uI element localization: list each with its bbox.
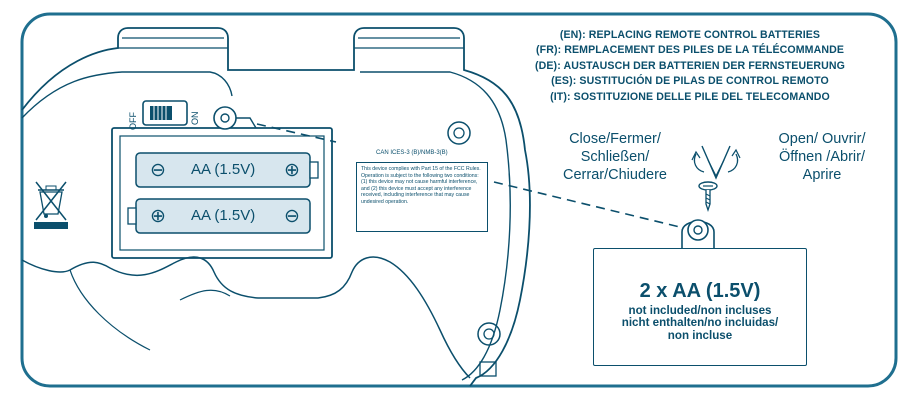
switch-off-label: OFF	[128, 112, 138, 130]
guide-line-1	[256, 123, 337, 143]
callout-screw	[681, 219, 715, 249]
battery-2-plus-symbol: ⊕	[150, 206, 166, 227]
battery-requirement-box: 2 x AA (1.5V) not included/non incluses …	[593, 248, 807, 366]
guide-line-2	[493, 181, 685, 229]
battery-2-label: AA (1.5V)	[191, 207, 256, 224]
battery-1-label: AA (1.5V)	[191, 161, 256, 178]
screwdriver-rotation-icon	[691, 145, 741, 180]
battery-note-line: nicht enthalten/no incluidas/	[621, 316, 779, 330]
title-line-es: (ES): SUSTITUCIÓN DE PILAS DE CONTROL RE…	[551, 75, 829, 88]
close-label-line: Close/Fermer/	[569, 131, 661, 147]
body-screw-2	[477, 322, 501, 346]
battery-compartment	[111, 127, 333, 259]
fcc-text: This device complies with Part 15 of the…	[361, 166, 481, 205]
left-bumper	[118, 37, 228, 49]
close-label-line: Schließen/	[580, 149, 650, 165]
open-label-line: Open/ Ouvrir/	[778, 131, 866, 147]
grip-contour-inner	[69, 269, 231, 351]
fcc-compliance-label: This device complies with Part 15 of the…	[356, 162, 488, 232]
close-label-line: Cerrar/Chiudere	[563, 167, 667, 183]
outer-frame	[20, 12, 898, 388]
title-line-en: (EN): REPLACING REMOTE CONTROL BATTERIES	[559, 29, 821, 41]
battery-1	[135, 152, 319, 188]
battery-2-minus-symbol: ⊖	[284, 206, 300, 227]
battery-2	[127, 198, 311, 234]
open-label: Open/ Ouvrir/ Öffnen /Abrir/ Aprire	[752, 130, 892, 184]
battery-1-plus-symbol: ⊕	[284, 160, 300, 181]
battery-requirement-title: 2 x AA (1.5V)	[639, 280, 761, 302]
battery-1-minus-symbol: ⊖	[150, 160, 166, 181]
close-label: Close/Fermer/ Schließen/ Cerrar/Chiudere	[540, 130, 690, 184]
power-switch	[142, 100, 188, 126]
title-line-it: (IT): SOSTITUZIONE DELLE PILE DEL TELECO…	[550, 90, 830, 103]
body-screw-1	[447, 121, 471, 145]
title-line-de: (DE): AUSTAUSCH DER BATTERIEN DER FERNST…	[535, 59, 845, 72]
battery-note-line: not included/non incluses	[628, 304, 772, 317]
battery-requirement-note: not included/non incluses nicht enthalte…	[594, 304, 806, 342]
ices-label: CAN ICES-3 (B)/NMB-3(B)	[376, 150, 448, 156]
crossed-out-wheelie-bin-icon	[34, 181, 68, 229]
open-label-line: Aprire	[802, 167, 842, 183]
grip-contour	[21, 256, 471, 379]
bottom-tab	[479, 361, 497, 377]
instruction-title: (EN): REPLACING REMOTE CONTROL BATTERIES…	[490, 28, 890, 105]
compartment-screw	[213, 106, 257, 130]
controller-inner-outline	[21, 71, 511, 381]
screw-icon	[698, 181, 718, 213]
title-line-fr: (FR): REMPLACEMENT DES PILES DE LA TÉLÉC…	[536, 44, 844, 57]
controller-body-outline	[21, 27, 531, 387]
battery-note-line: non incluse	[667, 328, 733, 342]
open-label-line: Öffnen /Abrir/	[779, 149, 865, 165]
right-bumper	[354, 37, 464, 49]
battery-compartment-inner	[119, 135, 325, 251]
switch-on-label: ON	[190, 111, 200, 126]
